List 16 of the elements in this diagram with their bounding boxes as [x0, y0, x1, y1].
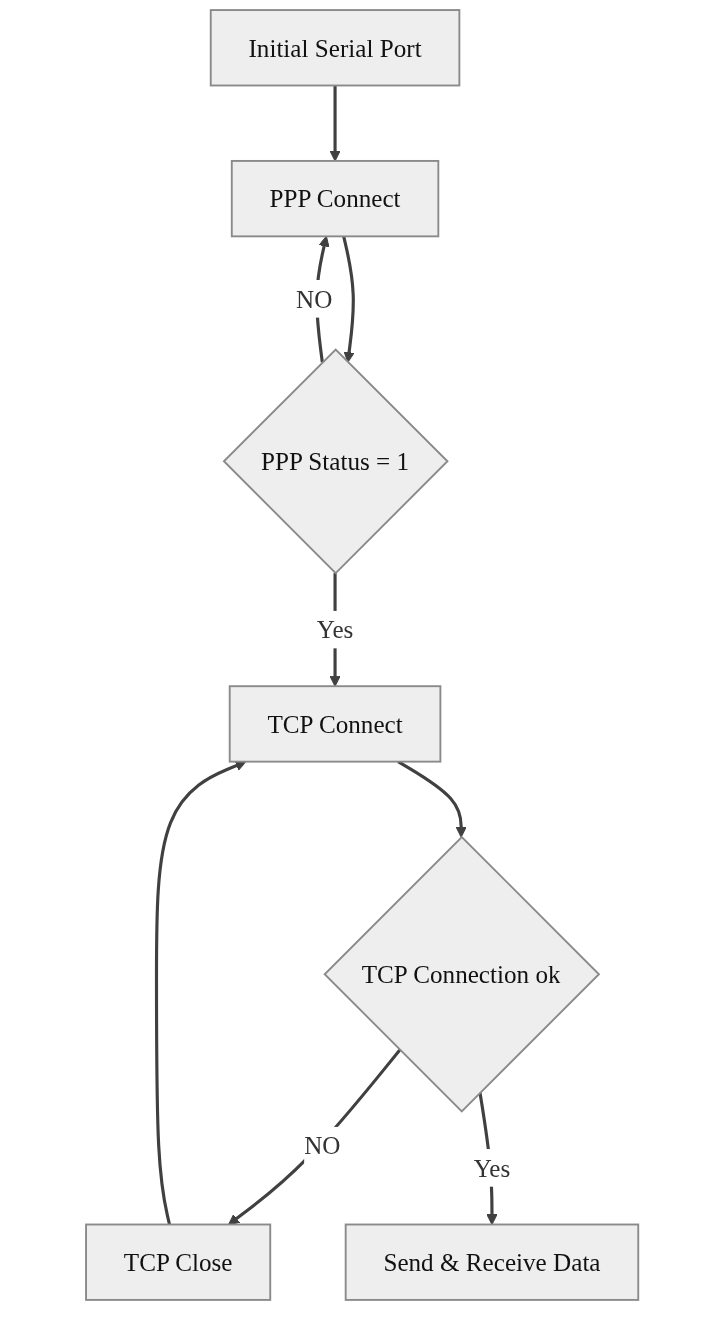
edge-label: Yes [474, 1154, 511, 1182]
node-diamond: TCP Connection ok [323, 835, 601, 1113]
node-box: Initial Serial Port [210, 9, 461, 87]
node-box: TCP Connect [229, 685, 442, 763]
node-diamond: PPP Status = 1 [222, 348, 450, 575]
node-box: TCP Close [85, 1223, 272, 1301]
arrow [155, 760, 247, 1225]
node-box: Send & Receive Data [345, 1223, 640, 1301]
arrow [397, 760, 468, 838]
edge-label: NO [304, 1131, 341, 1160]
arrow [228, 1049, 402, 1225]
node-box: PPP Connect [231, 159, 440, 238]
edge-label: Yes [317, 615, 354, 644]
arrow [342, 236, 356, 363]
arrow [329, 85, 341, 162]
edge-label: NO [296, 284, 333, 313]
